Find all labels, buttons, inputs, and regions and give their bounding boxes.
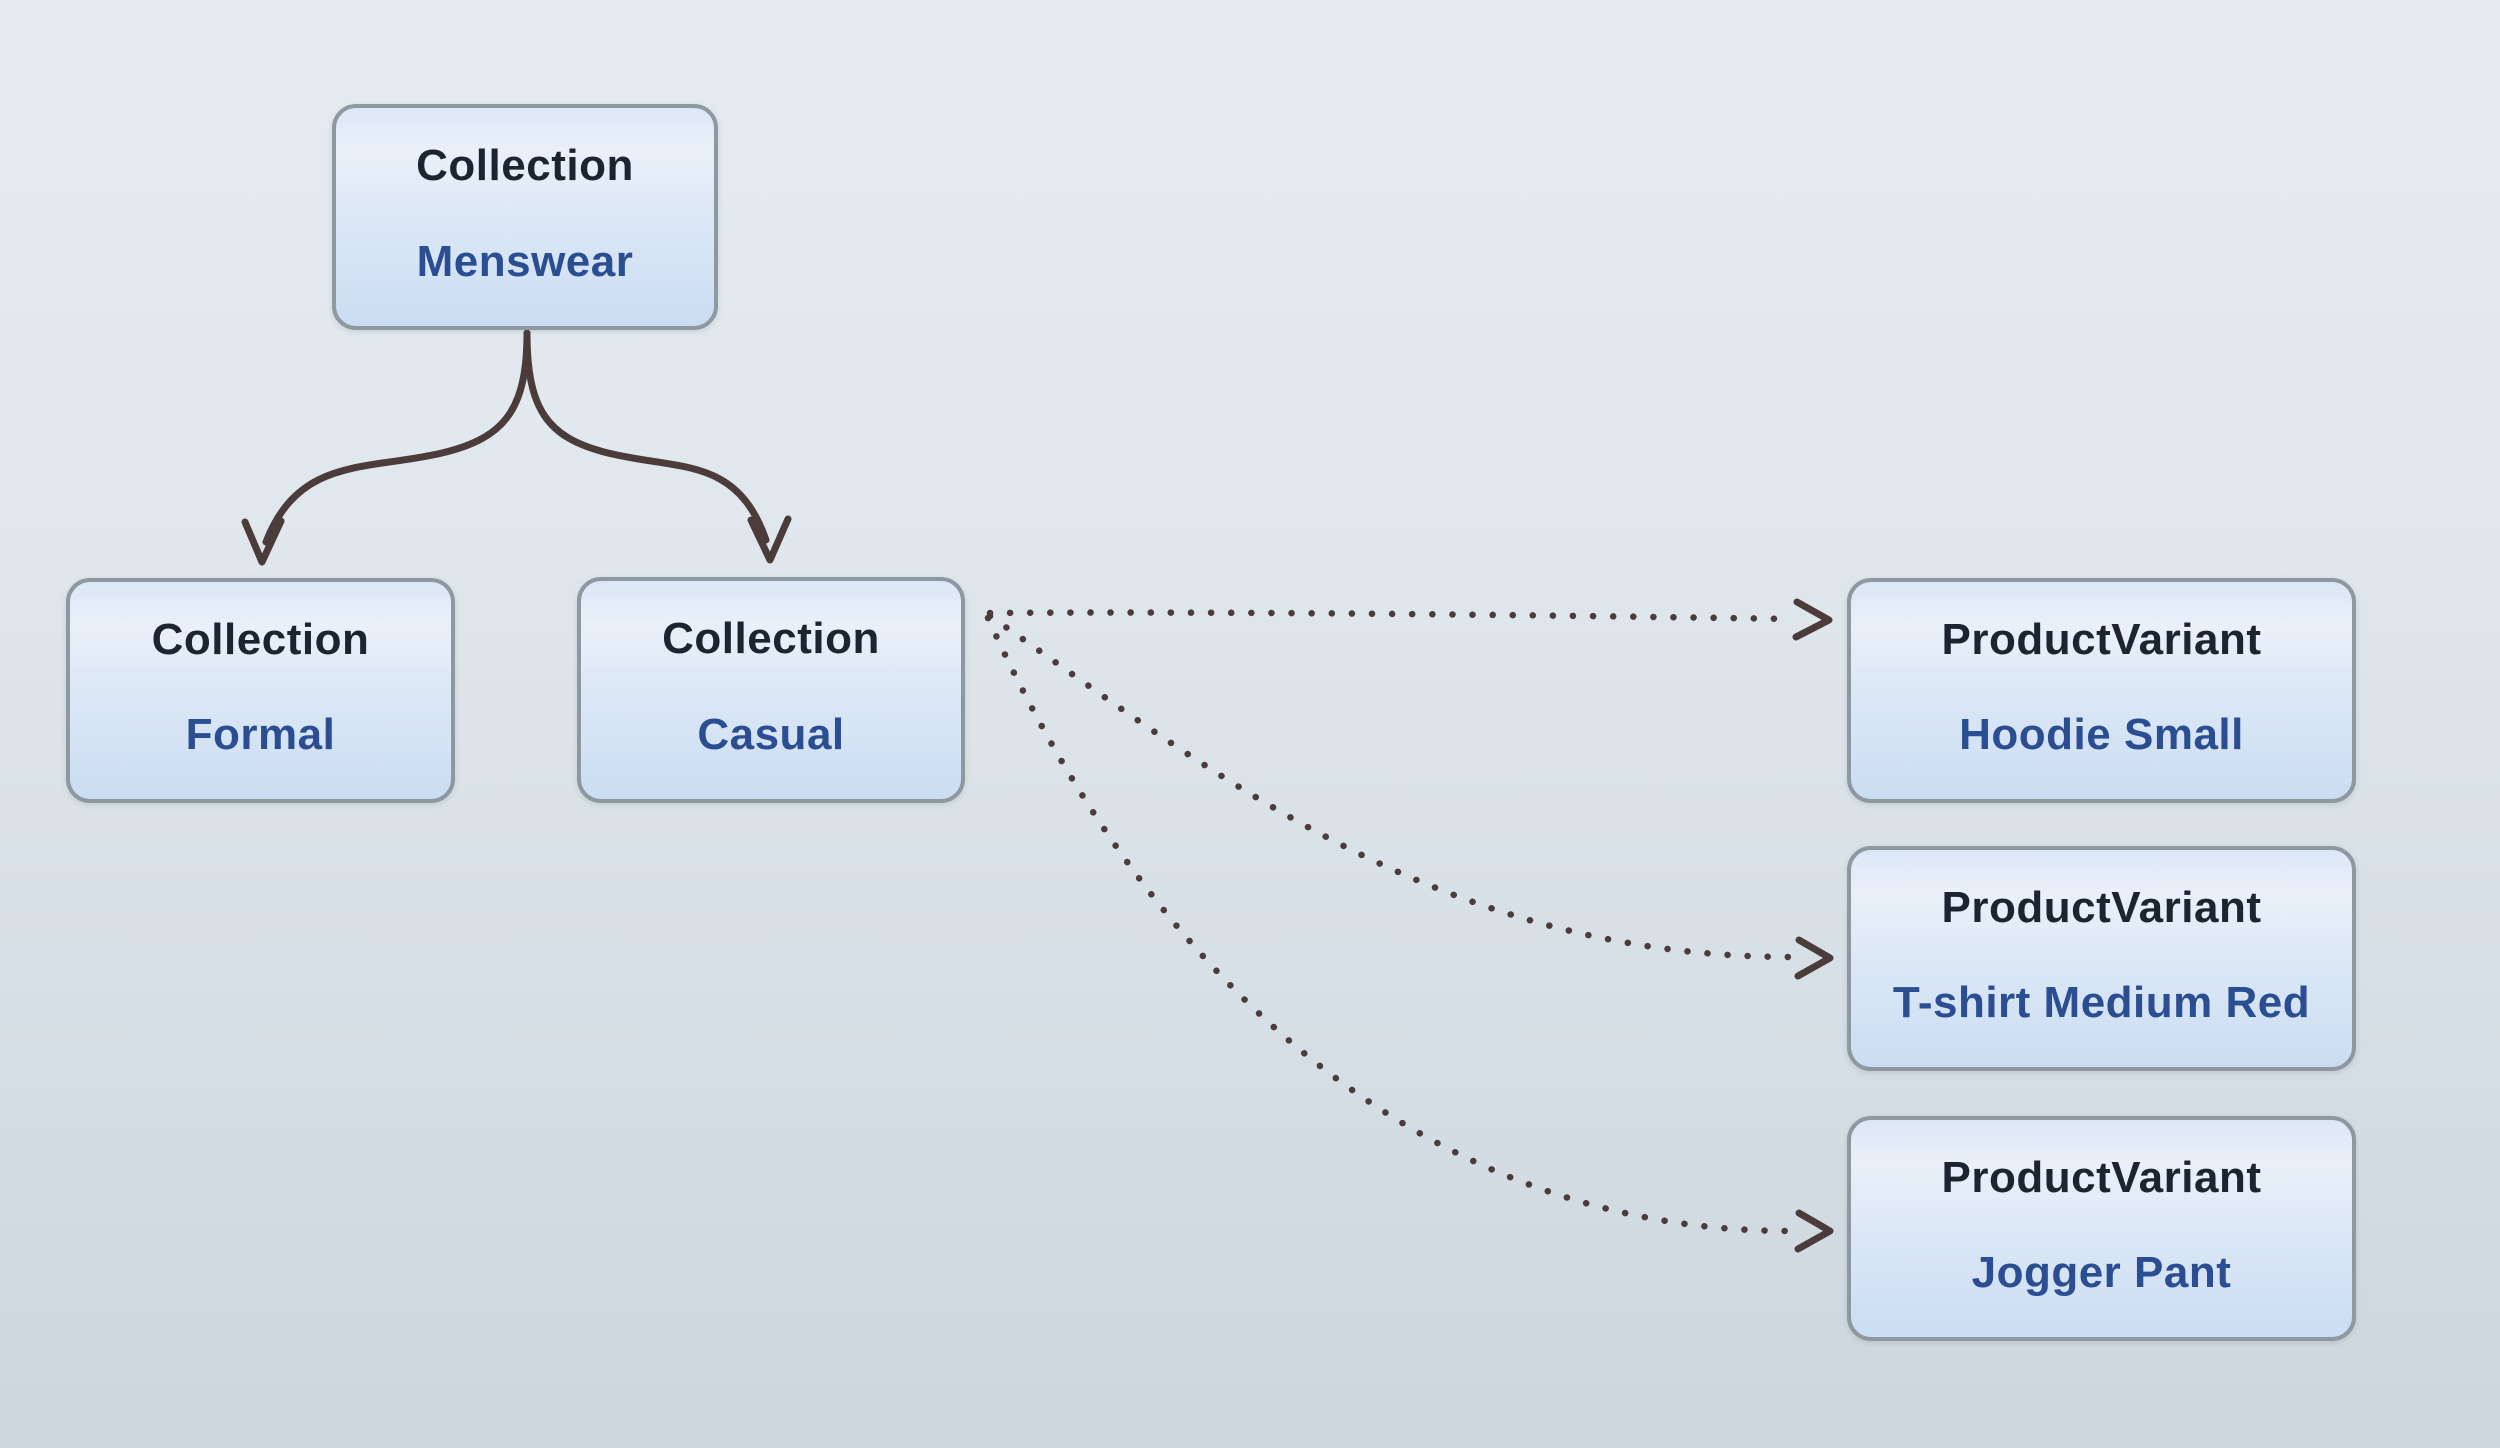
node-type-label: Collection [151,615,370,664]
arrowhead-hoodie [1792,598,1833,641]
edge-casual-to-hoodie [986,609,1796,623]
edge-menswear-to-casual [523,329,770,544]
node-collection-menswear: Collection Menswear [332,104,718,330]
node-type-label: ProductVariant [1941,1153,2262,1202]
node-name-label: Hoodie Small [1959,710,2244,759]
node-collection-casual: Collection Casual [577,577,965,803]
node-productvariant-jogger-pant: ProductVariant Jogger Pant [1847,1116,2356,1341]
node-name-label: T-shirt Medium Red [1892,978,2311,1027]
node-type-label: Collection [416,141,634,190]
arrowhead-casual [747,515,792,564]
arrowhead-tshirt [1794,936,1834,980]
node-name-label: Menswear [416,237,634,286]
node-type-label: Collection [662,614,880,663]
edge-casual-to-jogger [984,614,1794,1235]
node-collection-formal: Collection Formal [66,578,455,803]
edge-casual-to-tshirt [986,612,1794,961]
node-name-label: Casual [697,710,845,759]
node-name-label: Formal [185,710,336,759]
node-type-label: ProductVariant [1941,883,2262,932]
node-productvariant-hoodie-small: ProductVariant Hoodie Small [1847,578,2356,803]
node-productvariant-tshirt-medium-red: ProductVariant T-shirt Medium Red [1847,846,2356,1071]
node-name-label: Jogger Pant [1971,1248,2232,1297]
arrowhead-jogger [1794,1209,1834,1253]
arrowhead-formal [241,517,285,566]
node-type-label: ProductVariant [1941,615,2262,664]
edge-menswear-to-formal [262,329,531,546]
